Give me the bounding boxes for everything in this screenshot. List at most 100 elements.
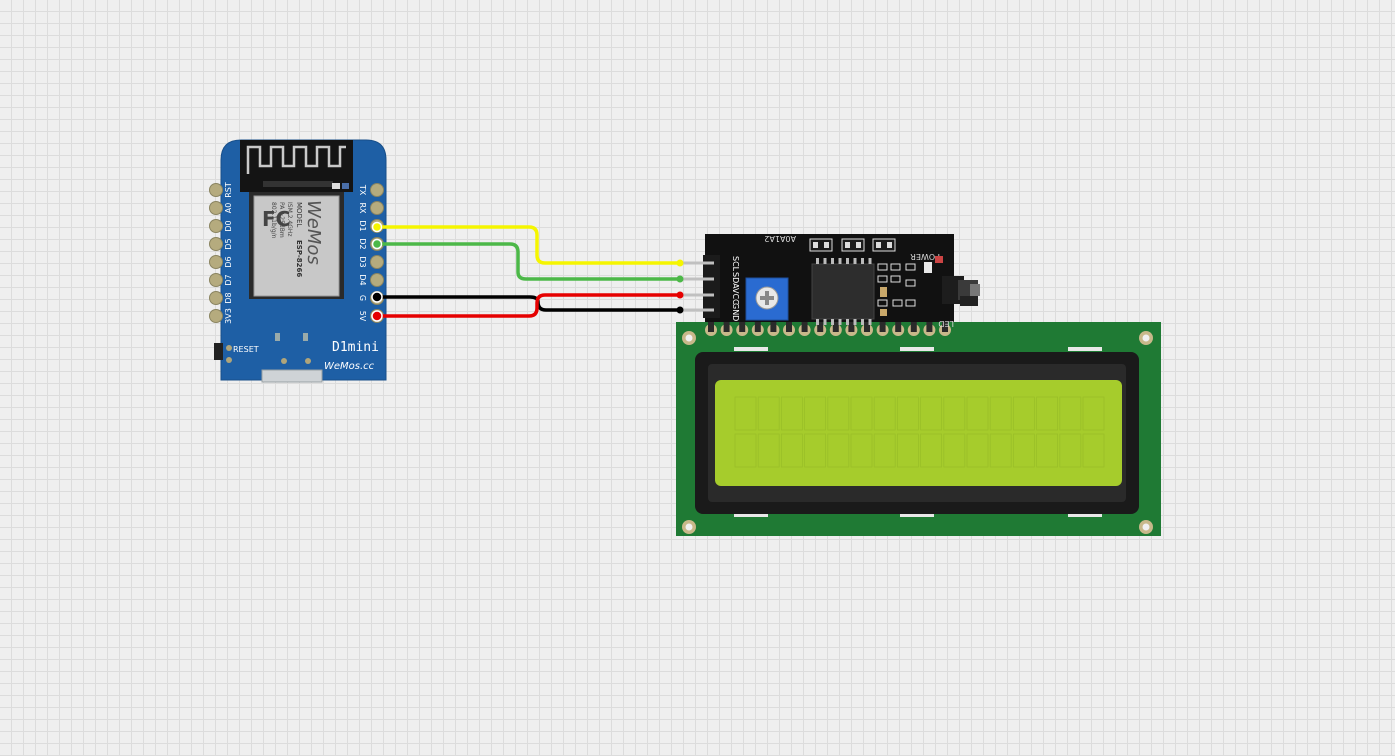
backpack-pin-sda[interactable]	[682, 277, 714, 281]
lcd-char-cell	[966, 396, 989, 431]
pin-label: D0	[224, 220, 233, 231]
pin-a0[interactable]	[209, 201, 223, 215]
lcd-char-cell	[827, 433, 850, 468]
led-jumper[interactable]	[942, 276, 980, 306]
backpack-pin-vcc[interactable]	[682, 293, 714, 297]
lcd-char-cell	[943, 396, 966, 431]
pin-d8[interactable]	[209, 291, 223, 305]
board-url-label: WeMos.cc	[324, 361, 375, 372]
module-model-label: MODEL	[295, 202, 303, 227]
smd-component	[303, 333, 308, 341]
bezel-tab	[1068, 513, 1102, 517]
lcd-char-cell	[1082, 396, 1105, 431]
pin-3v3[interactable]	[209, 309, 223, 323]
pin-label-vcc: VCC	[731, 288, 740, 305]
header-pin-body	[739, 320, 746, 332]
lcd-char-cell	[920, 433, 942, 468]
lcd-char-cell	[943, 433, 966, 468]
pin-d5[interactable]	[209, 237, 223, 251]
wire-g-gnd[interactable]	[377, 295, 680, 312]
wires	[371, 221, 684, 322]
lcd-16x2[interactable]	[676, 322, 1161, 536]
pin-label: D4	[358, 274, 367, 285]
pin-tx[interactable]	[370, 183, 384, 197]
i2c-backpack[interactable]: A0A1A2 POWER LED	[682, 234, 980, 336]
wire-end-scl[interactable]	[676, 259, 684, 267]
wire-end-g[interactable]	[371, 291, 383, 303]
board-name-label: D1mini	[332, 340, 379, 355]
contrast-potentiometer[interactable]	[745, 277, 789, 321]
lcd-char-cell	[989, 433, 1012, 468]
lcd-char-cell	[989, 396, 1012, 431]
pin-label: D6	[224, 256, 233, 267]
d1-mini-board[interactable]: FC MODEL ESP-8266 ISM 2.4GHz PA +25dBm 8…	[209, 139, 387, 383]
lcd-char-cell	[1013, 433, 1035, 468]
wire-end-d1[interactable]	[371, 221, 383, 233]
lcd-char-cell	[1036, 396, 1058, 431]
pin-rx[interactable]	[370, 201, 384, 215]
header-pin-body	[942, 320, 948, 332]
header-pin-body	[817, 320, 824, 332]
usb-port	[261, 369, 323, 383]
antenna-trace	[246, 145, 346, 174]
lcd-char-cell	[920, 396, 942, 431]
lcd-char-cell	[781, 433, 803, 468]
backpack-pin-scl[interactable]	[682, 261, 714, 265]
wire-end-sda[interactable]	[676, 275, 684, 283]
module-spec-1: ISM 2.4GHz	[286, 202, 293, 237]
reset-button[interactable]	[214, 343, 223, 360]
pin-d6[interactable]	[209, 255, 223, 269]
pcf8574-chip	[811, 258, 875, 325]
module-chip-label: ESP-8266	[295, 240, 303, 277]
ic-leg	[868, 319, 872, 325]
via	[281, 358, 287, 364]
smd-resistor	[935, 256, 943, 263]
header-pin-body	[910, 320, 917, 332]
wire-d1-scl[interactable]	[377, 225, 680, 265]
module-spec-2: PA +25dBm	[278, 202, 285, 238]
wire-5v-vcc[interactable]	[377, 293, 680, 318]
pin-d0[interactable]	[209, 219, 223, 233]
lcd-char-cell	[1036, 433, 1058, 468]
mount-hole-center	[1142, 334, 1150, 342]
pin-d7[interactable]	[209, 273, 223, 287]
pin-label: D2	[358, 238, 367, 249]
wire-end-vcc[interactable]	[676, 291, 684, 299]
lcd-char-cell	[1013, 396, 1035, 431]
wire-end-d2[interactable]	[371, 238, 383, 250]
bezel-tab	[900, 347, 934, 351]
ic-leg	[868, 258, 872, 264]
backpack-pin-gnd[interactable]	[682, 308, 714, 312]
pin-d3[interactable]	[370, 255, 384, 269]
header-pin-body	[801, 320, 808, 332]
lcd-char-cell	[1082, 433, 1105, 468]
wire-d2-sda[interactable]	[377, 242, 680, 281]
ic-leg	[846, 258, 849, 264]
wire-end-5v[interactable]	[371, 310, 383, 322]
address-label: A0A1A2	[764, 234, 796, 243]
mount-hole-center	[1142, 523, 1150, 531]
pin-rst[interactable]	[209, 183, 223, 197]
header-pin-body	[708, 320, 714, 332]
ic-leg	[846, 319, 849, 325]
pin-label-scl: SCL	[731, 256, 740, 272]
pin-label-gnd: GND	[731, 303, 740, 321]
lcd-char-cell	[1059, 396, 1082, 431]
ic-leg	[831, 319, 834, 325]
pin-label: RX	[358, 202, 367, 214]
via	[226, 345, 232, 351]
lcd-char-cell	[804, 396, 826, 431]
bezel-tab	[734, 347, 768, 351]
lcd-char-cell	[734, 433, 757, 468]
lcd-char-cell	[966, 433, 989, 468]
pin-d4[interactable]	[370, 273, 384, 287]
pin-label: D5	[224, 238, 233, 249]
pin-label: 5V	[358, 311, 367, 322]
wire-end-gnd[interactable]	[676, 306, 684, 314]
lcd-char-cell	[781, 396, 803, 431]
pin-label: 3V3	[224, 308, 233, 324]
led-label: LED	[938, 319, 954, 328]
via	[226, 357, 232, 363]
pin-label: D1	[358, 220, 367, 231]
